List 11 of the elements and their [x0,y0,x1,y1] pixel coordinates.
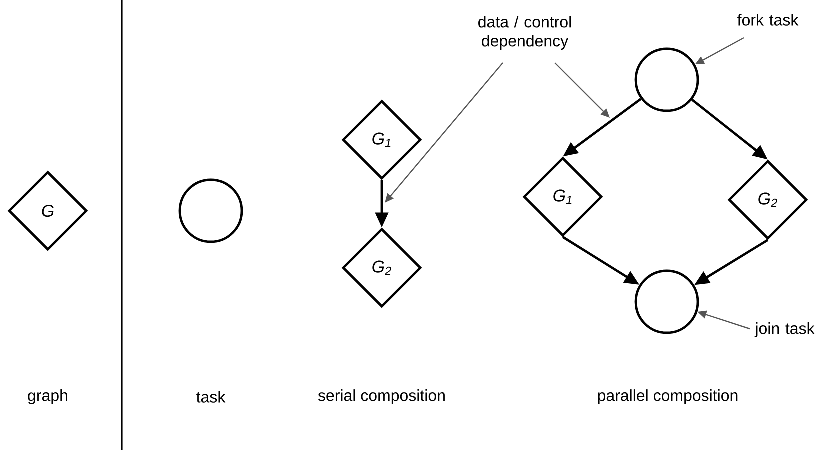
annotation-text: fork task [738,14,799,26]
caption-label: parallel composition [598,390,738,404]
leader-line [554,62,610,118]
task-circle [178,178,244,244]
task-circle [634,270,700,334]
task-circle [634,48,700,112]
annotation-text: data / control dependency [478,16,572,50]
caption-label: serial composition [318,390,445,404]
caption-label: graph [28,390,68,404]
caption-label: task [196,391,226,403]
annotation-text: join task [754,322,815,338]
